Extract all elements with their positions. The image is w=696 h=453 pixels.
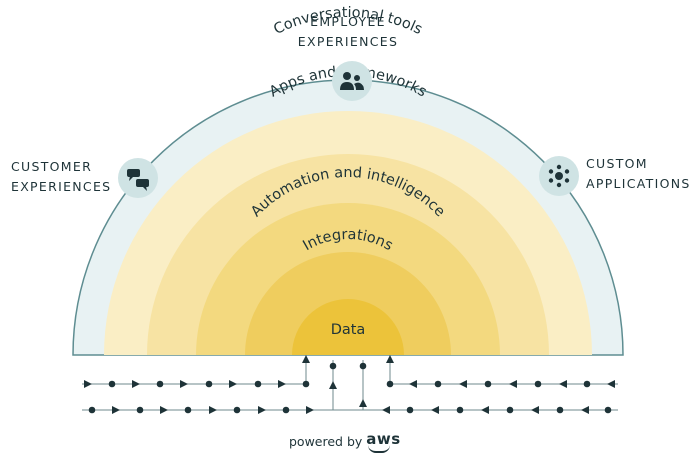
flow-dot [386,380,394,388]
flow-dot [254,380,262,388]
flow-arrow [481,406,489,414]
flow-arrow [509,380,517,388]
custom-applications-label: CUSTOM APPLICATIONS [586,156,691,191]
flow-arrow [409,380,417,388]
customer-experiences-label: CUSTOMER EXPERIENCES [11,159,112,194]
flow-arrow [229,380,237,388]
hub-customer [118,158,158,198]
hub-employee [332,61,372,101]
flow-dot [205,380,213,388]
flow-dot [534,380,542,388]
flow-arrow [306,406,314,414]
flow-arrow [258,406,266,414]
chat-bubbles-icon [127,169,149,191]
flow-arrow [180,380,188,388]
flow-arrow [132,380,140,388]
flow-dot [282,406,290,414]
flow-dot [156,380,164,388]
flow-dot [456,406,464,414]
flow-dot [233,406,241,414]
hub-custom-apps [539,156,579,196]
flow-arrow [209,406,217,414]
flow-arrow [84,380,92,388]
flow-arrow [382,406,390,414]
flow-dot [359,362,367,370]
flow-dot [108,380,116,388]
people-icon [340,72,364,90]
layer-rings [104,111,592,355]
powered-by-aws: powered by aws [289,430,401,453]
flow-dot [88,406,96,414]
flow-dot [604,406,612,414]
layer-label-data: Data [331,322,366,338]
flow-dot [506,406,514,414]
flow-dot [136,406,144,414]
flow-arrow [559,380,567,388]
flow-dot [583,380,591,388]
flow-dot [484,380,492,388]
flow-arrow [359,399,367,407]
flow-dot [302,380,310,388]
layer-ring-data [292,299,404,355]
aws-logo: aws [366,430,400,453]
flow-dot [329,362,337,370]
flow-arrow [160,406,168,414]
flow-arrow [386,355,394,363]
flow-arrow [531,406,539,414]
data-flow-lines [82,355,618,414]
hub-network-icon [548,164,570,188]
flow-dot [184,406,192,414]
flow-dot [406,406,414,414]
flow-arrow [607,380,615,388]
flow-arrow [278,380,286,388]
flow-arrow [431,406,439,414]
powered-by-text: powered by [289,433,363,449]
employee-experiences-label: EMPLOYEE EXPERIENCES [297,14,399,49]
flow-arrow [329,381,337,389]
flow-arrow [112,406,120,414]
flow-arrow [459,380,467,388]
flow-dot [556,406,564,414]
flow-arrow [302,355,310,363]
flow-arrow [581,406,589,414]
flow-dot [434,380,442,388]
